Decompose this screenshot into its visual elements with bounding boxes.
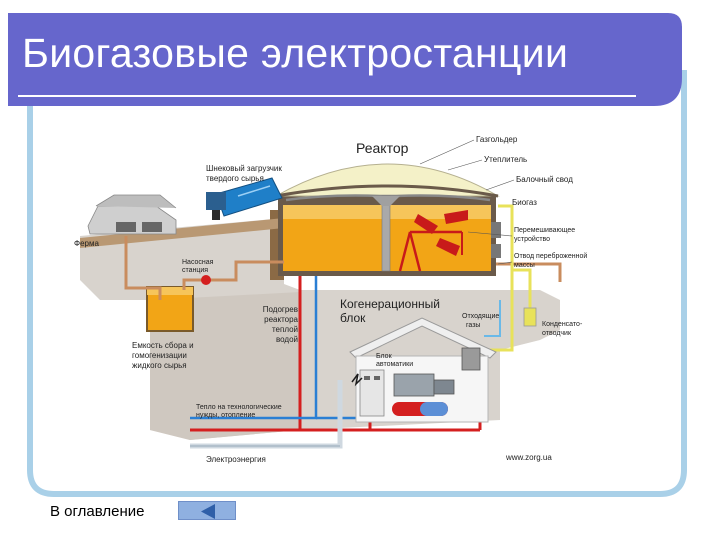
- chp-house: [349, 317, 497, 423]
- label-condensate-2: отводчик: [542, 330, 572, 337]
- label-outlet-2: массы: [514, 262, 535, 269]
- label-auger-2: твердого сырья: [206, 174, 264, 183]
- label-pump-1: Насосная: [182, 259, 214, 266]
- label-heating-2: реактора: [264, 315, 298, 324]
- label-beam-roof: Балочный свод: [516, 175, 573, 184]
- label-gasholder: Газгольдер: [476, 135, 518, 144]
- label-farm: Ферма: [74, 239, 99, 248]
- mixer: [398, 210, 468, 272]
- label-heating-1: Подогрев: [263, 305, 298, 314]
- label-heating-4: водой: [276, 335, 298, 344]
- label-heat-2: нужды, отопление: [196, 412, 255, 419]
- label-mixer-2: устройство: [514, 235, 550, 243]
- label-automation-2: автоматики: [376, 361, 413, 368]
- label-pump-2: станция: [182, 267, 208, 274]
- diagram-labels: Реактор Газгольдер Утеплитель Балочный с…: [74, 135, 587, 464]
- label-chp-2: блок: [340, 311, 366, 325]
- label-tank-3: жидкого сырья: [132, 361, 187, 370]
- page-title: Биогазовые электростанции: [22, 30, 569, 76]
- label-insulation: Утеплитель: [484, 155, 527, 164]
- label-tank-2: гомогенизации: [132, 351, 187, 360]
- label-tank-1: Емкость сбора и: [132, 341, 194, 350]
- label-chp-1: Когенерационный: [340, 297, 440, 311]
- label-biogas: Биогаз: [512, 198, 537, 207]
- arrow-left-icon: [201, 504, 215, 519]
- farm-building: [87, 194, 177, 235]
- label-exhaust-2: газы: [466, 322, 480, 329]
- label-heating-3: теплой: [272, 325, 298, 334]
- label-website: www.zorg.ua: [505, 453, 552, 462]
- label-mixer-1: Перемешивающее: [514, 227, 575, 234]
- auger-loader: [206, 177, 283, 220]
- back-to-contents-label: В оглавление: [50, 503, 145, 520]
- label-exhaust-1: Отходящие: [462, 313, 499, 320]
- collection-tank: [146, 286, 194, 332]
- leader-lines: [419, 139, 515, 265]
- label-condensate-1: Конденсато-: [542, 321, 583, 328]
- label-outlet-1: Отвод переброженной: [514, 252, 587, 260]
- label-auger-1: Шнековый загрузчик: [206, 164, 282, 173]
- label-heat-1: Тепло на технологические: [196, 404, 282, 411]
- label-reactor: Реактор: [356, 140, 409, 156]
- label-electricity: Электроэнергия: [206, 455, 266, 464]
- back-button[interactable]: [178, 501, 236, 520]
- label-automation-1: Блок: [376, 353, 393, 360]
